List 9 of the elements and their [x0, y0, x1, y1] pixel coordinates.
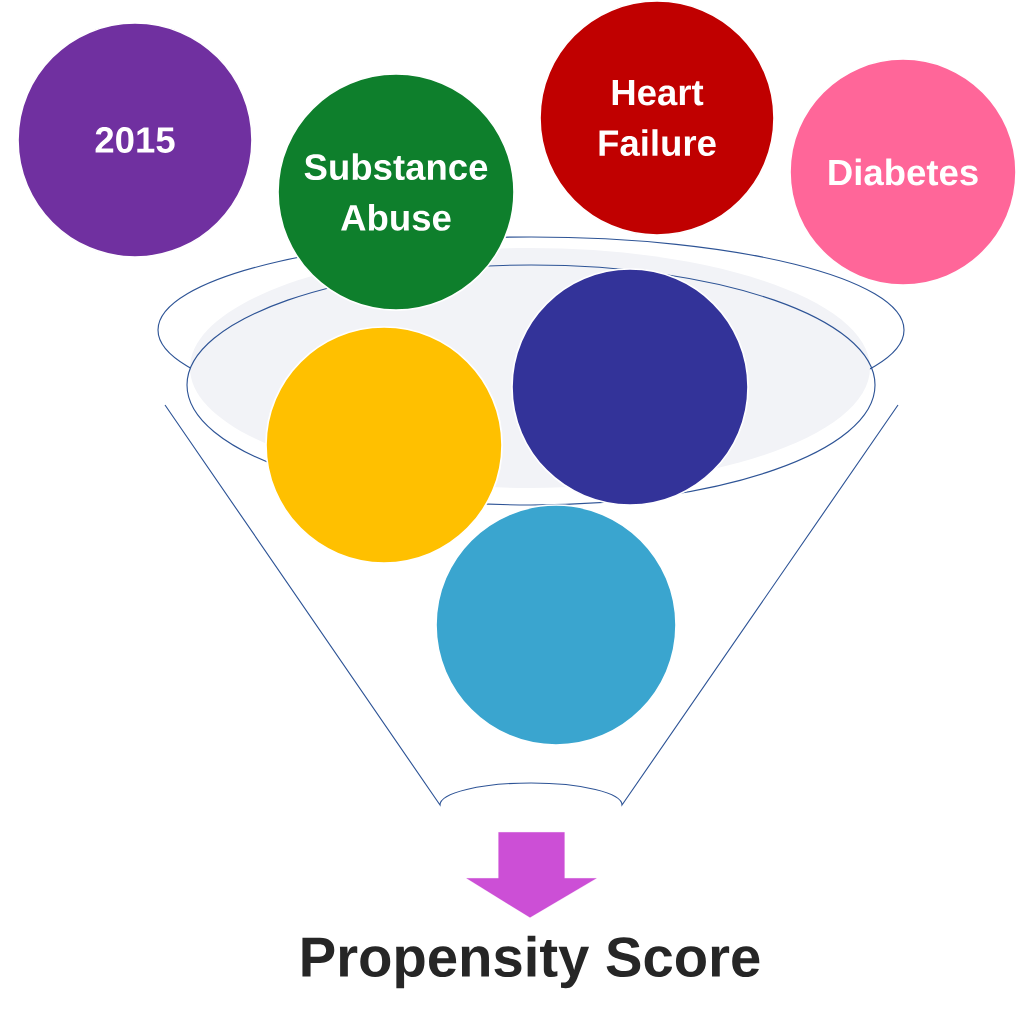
circle-label: 2015 — [17, 22, 253, 258]
circle-label: Substance Abuse — [277, 73, 515, 311]
circle — [435, 504, 677, 746]
circle — [511, 268, 749, 506]
circle — [265, 326, 503, 564]
result-label: Propensity Score — [302, 935, 760, 989]
circle-label: Diabetes — [789, 58, 1017, 286]
circle-label: Heart Failure — [539, 0, 775, 236]
block-arrow — [466, 832, 597, 918]
